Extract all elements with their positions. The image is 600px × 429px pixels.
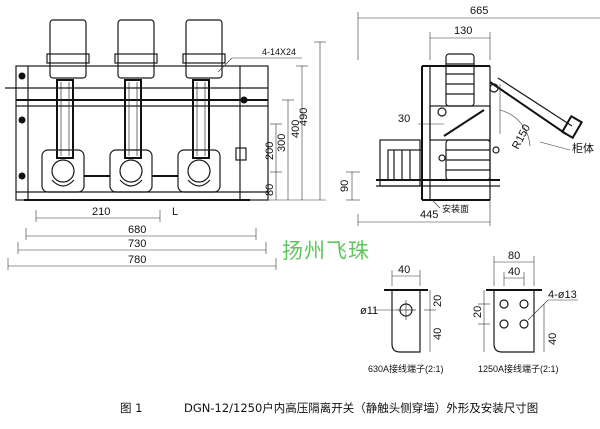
t1250-h2: 40 (547, 333, 559, 345)
t1250-h1: 20 (472, 306, 484, 318)
dim-side-top: 130 (454, 25, 472, 37)
watermark: 扬州飞珠 (282, 239, 370, 263)
cabinet-label: 柜体 (572, 141, 594, 155)
insulator-bottom (445, 139, 491, 181)
dim-height-300: 300 (276, 134, 288, 152)
dim-side-overall: 665 (470, 5, 488, 17)
t1250-holes: 4-ø13 (548, 289, 577, 301)
bushing-rear (387, 149, 423, 181)
pole-2 (109, 19, 158, 193)
dim-pole-spacing: L (172, 206, 178, 218)
side-dims-top: 665 130 30 R150 (357, 5, 600, 152)
dim-height-400: 400 (290, 120, 302, 138)
terminal-1250a: 80 40 4-ø13 20 40 1250A接线端子(2:1) (472, 250, 578, 374)
t1250-width-total: 80 (508, 250, 520, 262)
t630-h2: 40 (432, 328, 444, 340)
hole-note: 4-14X24 (262, 47, 296, 57)
dim-height-200: 200 (264, 142, 276, 160)
t630-caption: 630A接线端子(2:1) (368, 363, 444, 374)
t630-hole: ø11 (360, 305, 378, 317)
dim-height-80: 80 (264, 184, 276, 196)
t1250-caption: 1250A接线端子(2:1) (478, 363, 559, 374)
t630-h1: 20 (432, 295, 444, 307)
dim-overall-width: 780 (128, 254, 146, 266)
dim-side-base-height: 90 (339, 180, 351, 192)
dim-pole-pitch: 210 (92, 206, 110, 218)
pole-1 (41, 19, 90, 193)
front-horizontal-dims: 210 L 680 730 780 (7, 206, 277, 270)
t1250-width-half: 40 (508, 266, 520, 278)
figure-label: 图 1 (120, 401, 142, 415)
pole-3 (177, 19, 226, 193)
side-dims-bottom: 445 90 (339, 171, 491, 226)
figure-title: DGN-12/1250户内高压隔离开关（静触头侧穿墙）外形及安装尺寸图 (184, 401, 538, 415)
mounting-plane-label: 安装面 (442, 203, 469, 214)
side-view: 665 130 30 R150 445 90 安装面 柜体 (339, 5, 600, 226)
dim-total-height: 490 (298, 108, 310, 126)
dim-inner-width: 680 (128, 224, 146, 236)
front-vertical-dims: 490 400 300 200 80 (264, 41, 326, 201)
dim-mid-width: 730 (128, 238, 146, 250)
dim-side-depth: 445 (420, 209, 438, 221)
t630-width: 40 (398, 264, 410, 276)
terminal-630a: 40 ø11 20 40 630A接线端子(2:1) (360, 264, 444, 374)
front-view: 4-14X24 210 L 680 730 780 490 (5, 19, 326, 270)
dim-side-30: 30 (398, 113, 410, 125)
insulator-top (445, 53, 475, 107)
dim-side-radius: R150 (510, 123, 533, 152)
